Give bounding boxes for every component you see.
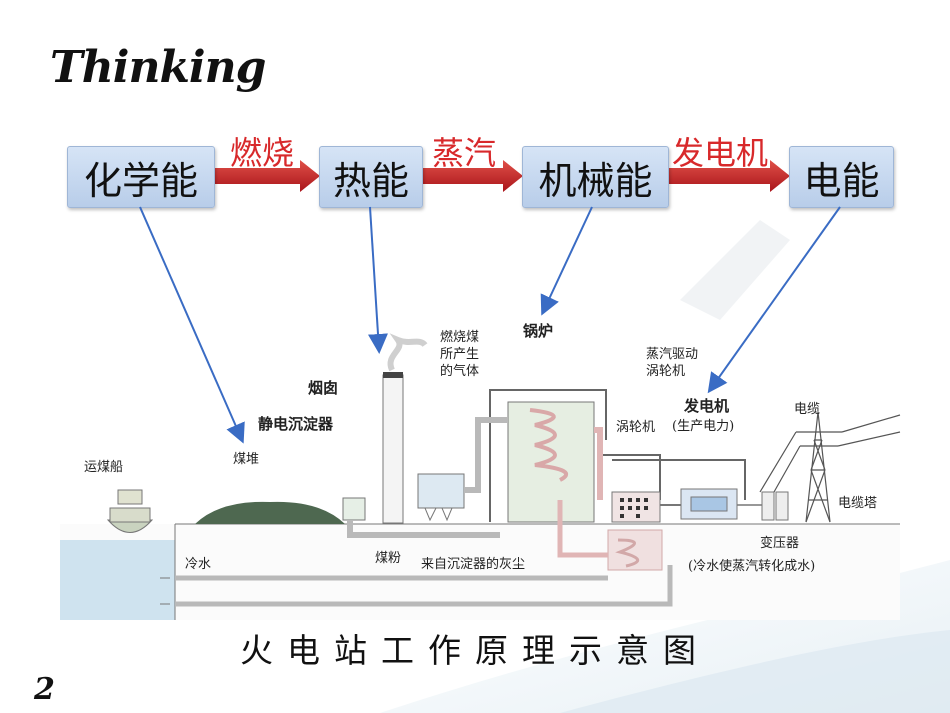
box-electric-energy: 电能	[789, 146, 894, 208]
label-steam-drive-2: 涡轮机	[646, 364, 686, 379]
boiler	[507, 401, 595, 523]
label-coal-pile: 煤堆	[233, 452, 260, 467]
label-generator: 发电机	[672, 134, 769, 172]
label-combustion: 燃烧	[230, 134, 295, 172]
pointer-thermal	[368, 206, 388, 354]
pointer-mechanical	[540, 206, 593, 316]
label-steam: 蒸汽	[432, 134, 497, 172]
label-boiler: 锅炉	[523, 322, 554, 340]
chimney	[382, 374, 404, 524]
label-generator-sub: (生产电力)	[672, 419, 735, 434]
water	[60, 540, 175, 620]
label-cable-tower: 电缆塔	[838, 496, 878, 511]
page-number: 2	[34, 672, 55, 707]
label-steam-drive-1: 蒸汽驱动	[646, 347, 699, 362]
cable-tower	[759, 411, 901, 523]
label-coal-powder: 煤粉	[375, 551, 402, 566]
label-flue-gas-3: 的气体	[440, 364, 480, 379]
label-cold-water: 冷水	[185, 557, 212, 572]
slide-title: Thinking	[50, 42, 266, 93]
label-generator-part: 发电机	[684, 397, 730, 415]
diagram-caption: 火电站工作原理示意图	[240, 631, 710, 670]
arrow-steam	[422, 160, 523, 192]
pointer-chemical	[139, 206, 245, 444]
pointer-electric	[707, 206, 841, 394]
label-flue-gas-1: 燃烧煤	[440, 330, 480, 345]
box-chemical-energy: 化学能	[67, 146, 215, 208]
label-ship: 运煤船	[84, 460, 124, 475]
label-cable: 电缆	[794, 402, 821, 417]
box-mechanical-energy: 机械能	[522, 146, 669, 208]
arrow-generator	[668, 160, 790, 192]
label-turbine: 涡轮机	[616, 420, 656, 435]
label-transformer: 变压器	[760, 536, 800, 551]
label-flue-gas-2: 所产生	[440, 347, 480, 362]
coal-ship	[106, 489, 154, 533]
precipitator	[417, 473, 465, 509]
label-precipitator: 静电沉淀器	[258, 415, 334, 433]
label-condense: (冷水使蒸汽转化成水)	[688, 559, 816, 574]
transformer	[761, 491, 789, 521]
label-chimney: 烟囱	[308, 379, 339, 397]
label-ash: 来自沉淀器的灰尘	[421, 557, 526, 572]
arrow-combustion	[214, 160, 320, 192]
coal-pile	[195, 501, 345, 524]
